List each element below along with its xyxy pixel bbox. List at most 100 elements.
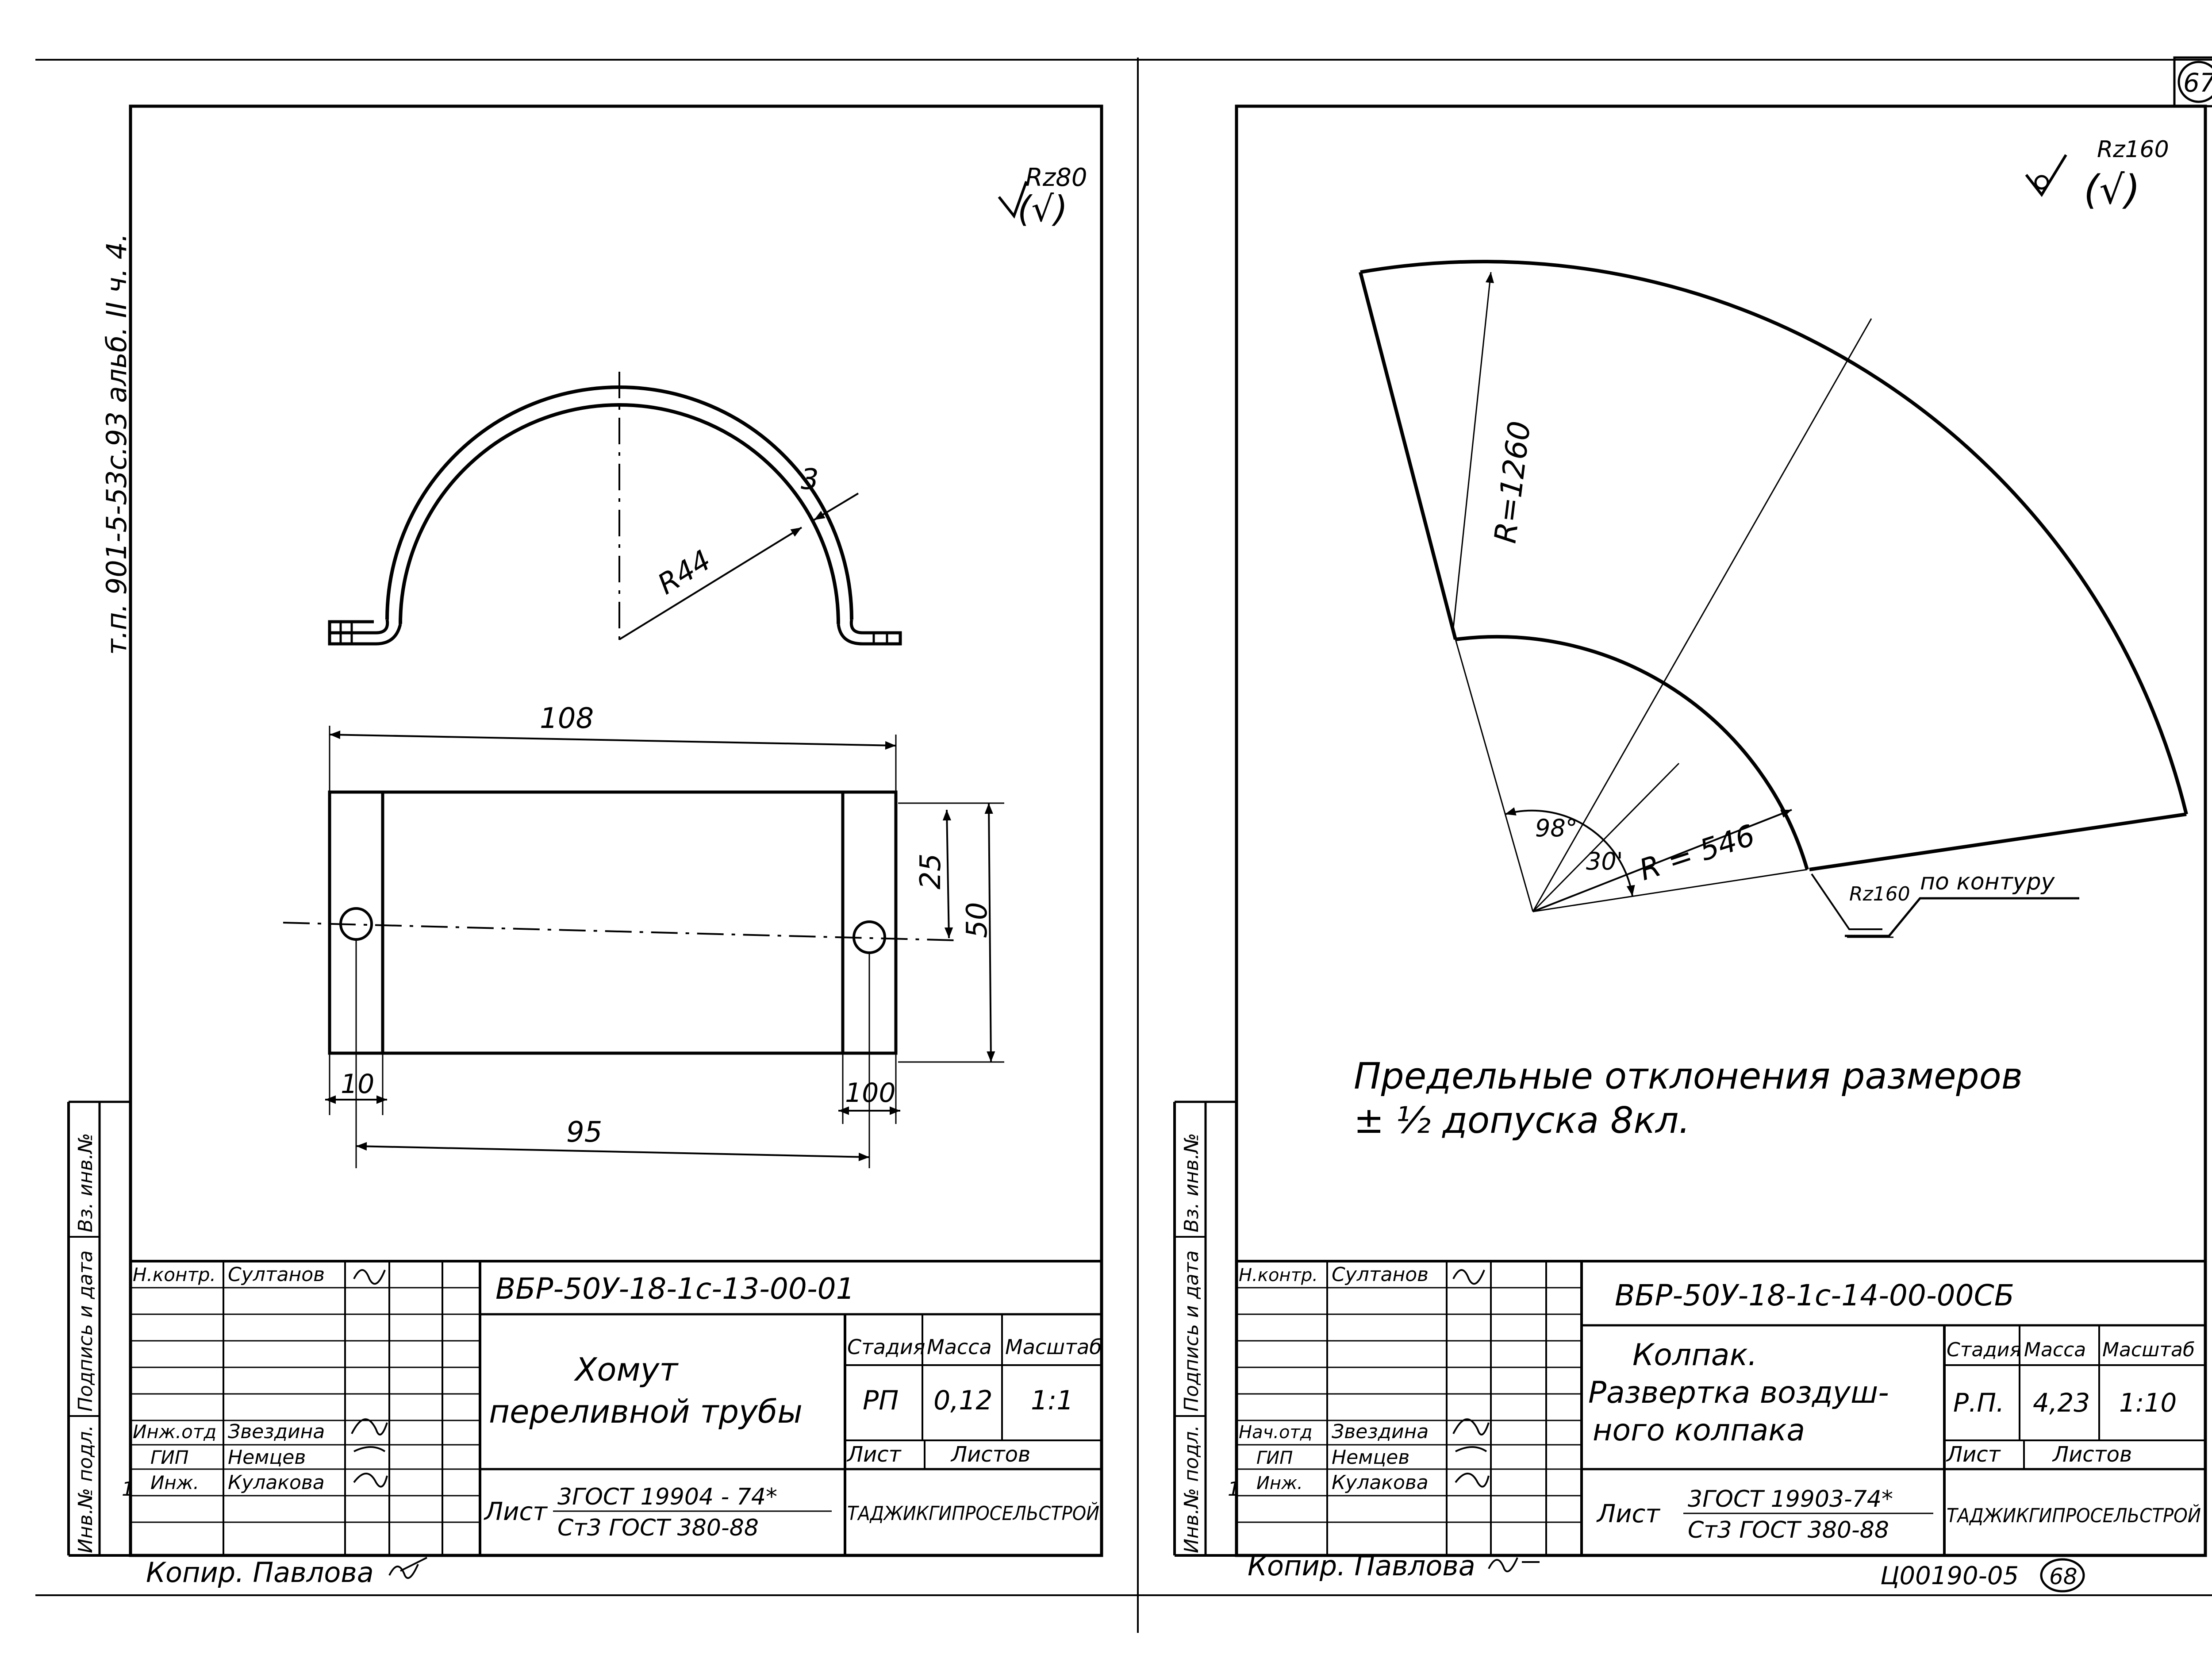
left-frame <box>129 104 1103 1557</box>
left-sheets-label: Листов <box>950 1442 1030 1467</box>
left-mass: 0,12 <box>933 1385 993 1416</box>
left-stage: РП <box>863 1385 899 1416</box>
left-col-scale: Масштаб <box>1005 1335 1102 1359</box>
right-rev: 1 <box>1228 1478 1240 1501</box>
left-name-line2: переливной трубы <box>489 1393 803 1430</box>
side-label-vz: Вз. инв.№ <box>1180 1133 1203 1232</box>
copier-signature <box>388 1557 427 1579</box>
dim-thickness: 3 <box>801 463 819 496</box>
right-row-role-1: Нач.отд <box>1239 1422 1312 1443</box>
right-material-prefix: Лист <box>1596 1500 1660 1528</box>
doc-code: Ц00190-05 <box>1880 1562 2019 1590</box>
right-col-stage: Стадия <box>1947 1339 2021 1361</box>
dim-hole-spacing: 95 <box>566 1116 602 1149</box>
right-row-name-1: Звездина <box>1332 1420 1429 1443</box>
right-roughness-paren: (√) <box>2084 167 2140 213</box>
cap-development: R=1260 R = 546 98° 30' Rz160 по контуру <box>1359 260 2188 938</box>
side-code: т.п. 901-5-53с.93 альб. II ч. 4. <box>100 233 133 655</box>
sheet-number: 67 <box>2183 68 2212 98</box>
left-copier: Копир. Павлова <box>146 1556 374 1589</box>
right-name-line2: Развертка воздуш- <box>1588 1375 1889 1410</box>
right-scale: 1:10 <box>2119 1388 2177 1418</box>
clamp-plan-view: 108 50 25 10 100 95 <box>283 702 1004 1168</box>
right-row-role-0: Н.контр. <box>1239 1265 1318 1285</box>
right-copier: Копир. Павлова <box>1248 1550 1475 1582</box>
right-designation: ВБР-50У-18-1с-14-00-00СБ <box>1615 1278 2014 1312</box>
left-side-stamp: Инв.№ подл. Подпись и дата Вз. инв.№ <box>67 1101 131 1557</box>
dim-edge-roughness: Rz160 <box>1849 883 1910 905</box>
left-rev: 1 <box>122 1478 134 1501</box>
right-row-name-2: Немцев <box>1332 1446 1409 1469</box>
signature <box>1452 1269 1485 1285</box>
left-scale: 1:1 <box>1031 1385 1074 1416</box>
left-name-line1: Хомут <box>573 1351 679 1388</box>
left-material-line2: Ст3 ГОСТ 380-88 <box>557 1515 759 1541</box>
right-side-stamp: Инв.№ подл. Подпись и дата Вз. инв.№ <box>1173 1101 1237 1557</box>
right-sheet: 67 Rz160 (√) R=1260 R = 546 <box>1173 56 2212 1593</box>
sheet-number-circle <box>2177 61 2212 103</box>
right-col-mass: Масса <box>2024 1339 2086 1361</box>
next-sheet-circle <box>2040 1558 2085 1593</box>
right-col-scale: Масштаб <box>2102 1339 2195 1361</box>
dim-angle-major: 98° <box>1535 814 1578 842</box>
note-line1: Предельные отклонения размеров <box>1354 1055 2023 1097</box>
dim-angle-minor: 30' <box>1586 847 1623 875</box>
dim-length: 108 <box>540 702 594 735</box>
right-sheet-label: Лист <box>1946 1442 2001 1467</box>
left-org: ТАДЖИКГИПРОСЕЛЬСТРОЙ <box>847 1501 1099 1525</box>
dim-inner-radius: R = 546 <box>1635 818 1759 887</box>
dim-edge-right: 100 <box>845 1078 896 1108</box>
right-frame <box>1235 104 2207 1557</box>
note-line2: ± ½ допуска 8кл. <box>1354 1100 1690 1142</box>
left-material-line1: 3ГОСТ 19904 - 74* <box>557 1484 777 1510</box>
right-row-role-3: Инж. <box>1256 1473 1303 1493</box>
left-roughness-label: Rz80 <box>1025 163 1087 192</box>
right-mass: 4,23 <box>2033 1388 2090 1418</box>
side-label-sign: Подпись и дата <box>1180 1251 1203 1412</box>
left-row-name-1: Звездина <box>228 1420 325 1443</box>
dim-edge-note: по контуру <box>1920 869 2055 895</box>
left-material-prefix: Лист <box>484 1497 548 1526</box>
side-label-sign: Подпись и дата <box>74 1251 97 1412</box>
side-label-inv: Инв.№ подл. <box>1180 1425 1203 1553</box>
left-row-name-0: Султанов <box>228 1263 325 1286</box>
sheet-number-box <box>2173 56 2212 108</box>
dim-radius: R44 <box>652 544 717 601</box>
right-material-line1: 3ГОСТ 19903-74* <box>1688 1486 1893 1512</box>
dim-hole-offset: 25 <box>914 854 947 889</box>
clamp-front-view: R44 3 <box>328 372 902 646</box>
signature <box>353 1269 386 1285</box>
dim-edge-left: 10 <box>341 1069 374 1100</box>
dim-outer-radius: R=1260 <box>1488 419 1537 545</box>
right-sheets-label: Листов <box>2052 1442 2132 1467</box>
right-row-name-3: Кулакова <box>1332 1471 1429 1494</box>
left-row-name-2: Немцев <box>228 1446 306 1469</box>
right-roughness-label: Rz160 <box>2097 136 2169 163</box>
left-row-role-1: Инж.отд <box>133 1421 216 1443</box>
left-col-stage: Стадия <box>847 1335 925 1359</box>
side-label-inv: Инв.№ подл. <box>74 1425 97 1553</box>
right-stage: Р.П. <box>1953 1388 2004 1418</box>
right-name-line3: ного колпака <box>1593 1413 1805 1448</box>
right-org: ТАДЖИКГИПРОСЕЛЬСТРОЙ <box>1947 1504 2201 1527</box>
signature <box>1452 1418 1490 1488</box>
left-title-block: ВБР-50У-18-1с-13-00-01 Хомут переливной … <box>122 1260 1102 1555</box>
copier-signature <box>1488 1557 1540 1572</box>
left-row-role-0: Н.контр. <box>133 1264 216 1285</box>
right-title-block: ВБР-50У-18-1с-14-00-00СБ Колпак. Разверт… <box>1228 1260 2205 1555</box>
right-row-name-0: Султанов <box>1332 1263 1429 1286</box>
next-sheet: 68 <box>2049 1564 2078 1589</box>
side-label-vz: Вз. инв.№ <box>74 1133 97 1232</box>
left-roughness-symbol: Rz80 (√) <box>998 163 1087 230</box>
right-name-line1: Колпак. <box>1632 1338 1757 1373</box>
signature <box>351 1418 388 1488</box>
left-row-role-3: Инж. <box>150 1472 199 1493</box>
left-designation: ВБР-50У-18-1с-13-00-01 <box>495 1272 855 1306</box>
left-sheet: т.п. 901-5-53с.93 альб. II ч. 4. Rz80 (√… <box>67 104 1103 1589</box>
dim-height: 50 <box>961 902 994 938</box>
right-material-line2: Ст3 ГОСТ 380-88 <box>1688 1517 1889 1543</box>
left-row-role-2: ГИП <box>150 1447 188 1468</box>
right-row-role-2: ГИП <box>1256 1448 1293 1468</box>
left-row-name-3: Кулакова <box>228 1471 325 1494</box>
